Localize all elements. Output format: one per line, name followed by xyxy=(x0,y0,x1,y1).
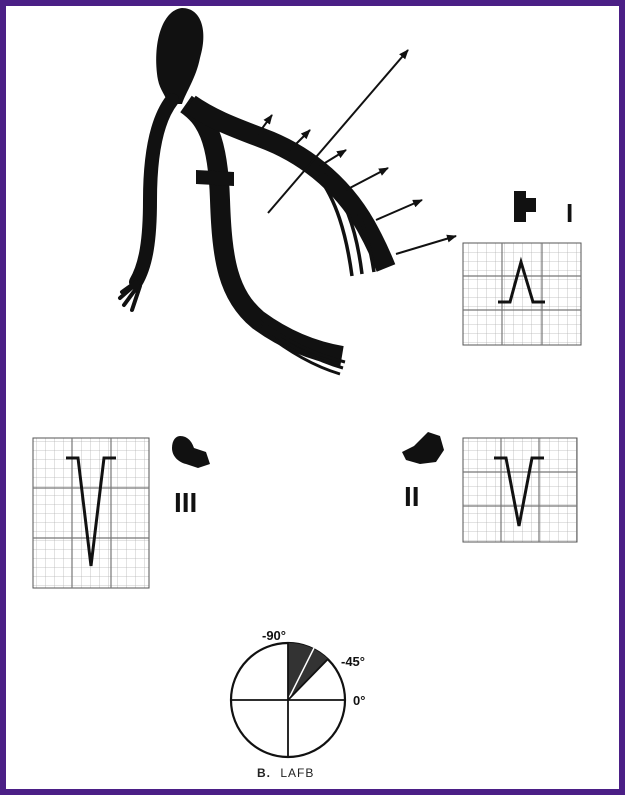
lead-iii-label: III xyxy=(174,487,197,518)
right-bundle-terminal xyxy=(118,280,142,312)
ecg-strip-lead-iii xyxy=(32,437,150,589)
caption-title: LAFB xyxy=(280,766,314,780)
lead-i-group: I xyxy=(462,191,582,346)
angle-label-minus-45: -45° xyxy=(341,654,365,669)
block-mark xyxy=(196,170,234,186)
ecg-strip-lead-ii xyxy=(462,437,578,543)
left-anterior-fascicle xyxy=(184,95,396,272)
lead-ii-label: II xyxy=(404,481,420,512)
conduction-system xyxy=(118,8,396,376)
axis-sector xyxy=(288,642,328,700)
lead-iii-group: III xyxy=(32,436,210,589)
lafb-diagram: I III II -90° -45° xyxy=(32,8,582,780)
angle-label-0: 0° xyxy=(353,693,365,708)
ecg-waveform-lead-iii xyxy=(66,456,116,567)
vector-arrow xyxy=(375,199,423,221)
electrode-ii-icon xyxy=(402,432,444,464)
axis-wheel: -90° -45° 0° xyxy=(229,628,365,759)
figure-caption: B. LAFB xyxy=(257,766,314,780)
ecg-waveform-lead-i xyxy=(498,256,545,304)
lead-ii-group: II xyxy=(402,432,578,543)
ecg-strip-lead-i xyxy=(462,242,582,346)
caption-prefix: B. xyxy=(257,766,271,780)
left-posterior-fascicle xyxy=(180,95,344,366)
vector-arrow xyxy=(257,114,273,135)
electrode-iii-icon xyxy=(172,436,210,468)
his-bundle xyxy=(156,8,204,104)
vector-arrow xyxy=(289,129,311,151)
lead-i-label: I xyxy=(566,198,573,228)
angle-label-minus-90: -90° xyxy=(262,628,286,643)
mean-axis-arrow xyxy=(267,49,409,214)
right-bundle-branch xyxy=(129,93,179,289)
electrode-i-icon xyxy=(514,191,536,222)
diagram-frame: I III II -90° -45° xyxy=(6,6,619,789)
vector-arrow xyxy=(395,234,457,255)
ecg-waveform-lead-ii xyxy=(494,456,544,527)
depolarization-arrows xyxy=(257,49,457,255)
vector-arrow xyxy=(345,167,389,191)
vector-arrow xyxy=(319,149,347,167)
